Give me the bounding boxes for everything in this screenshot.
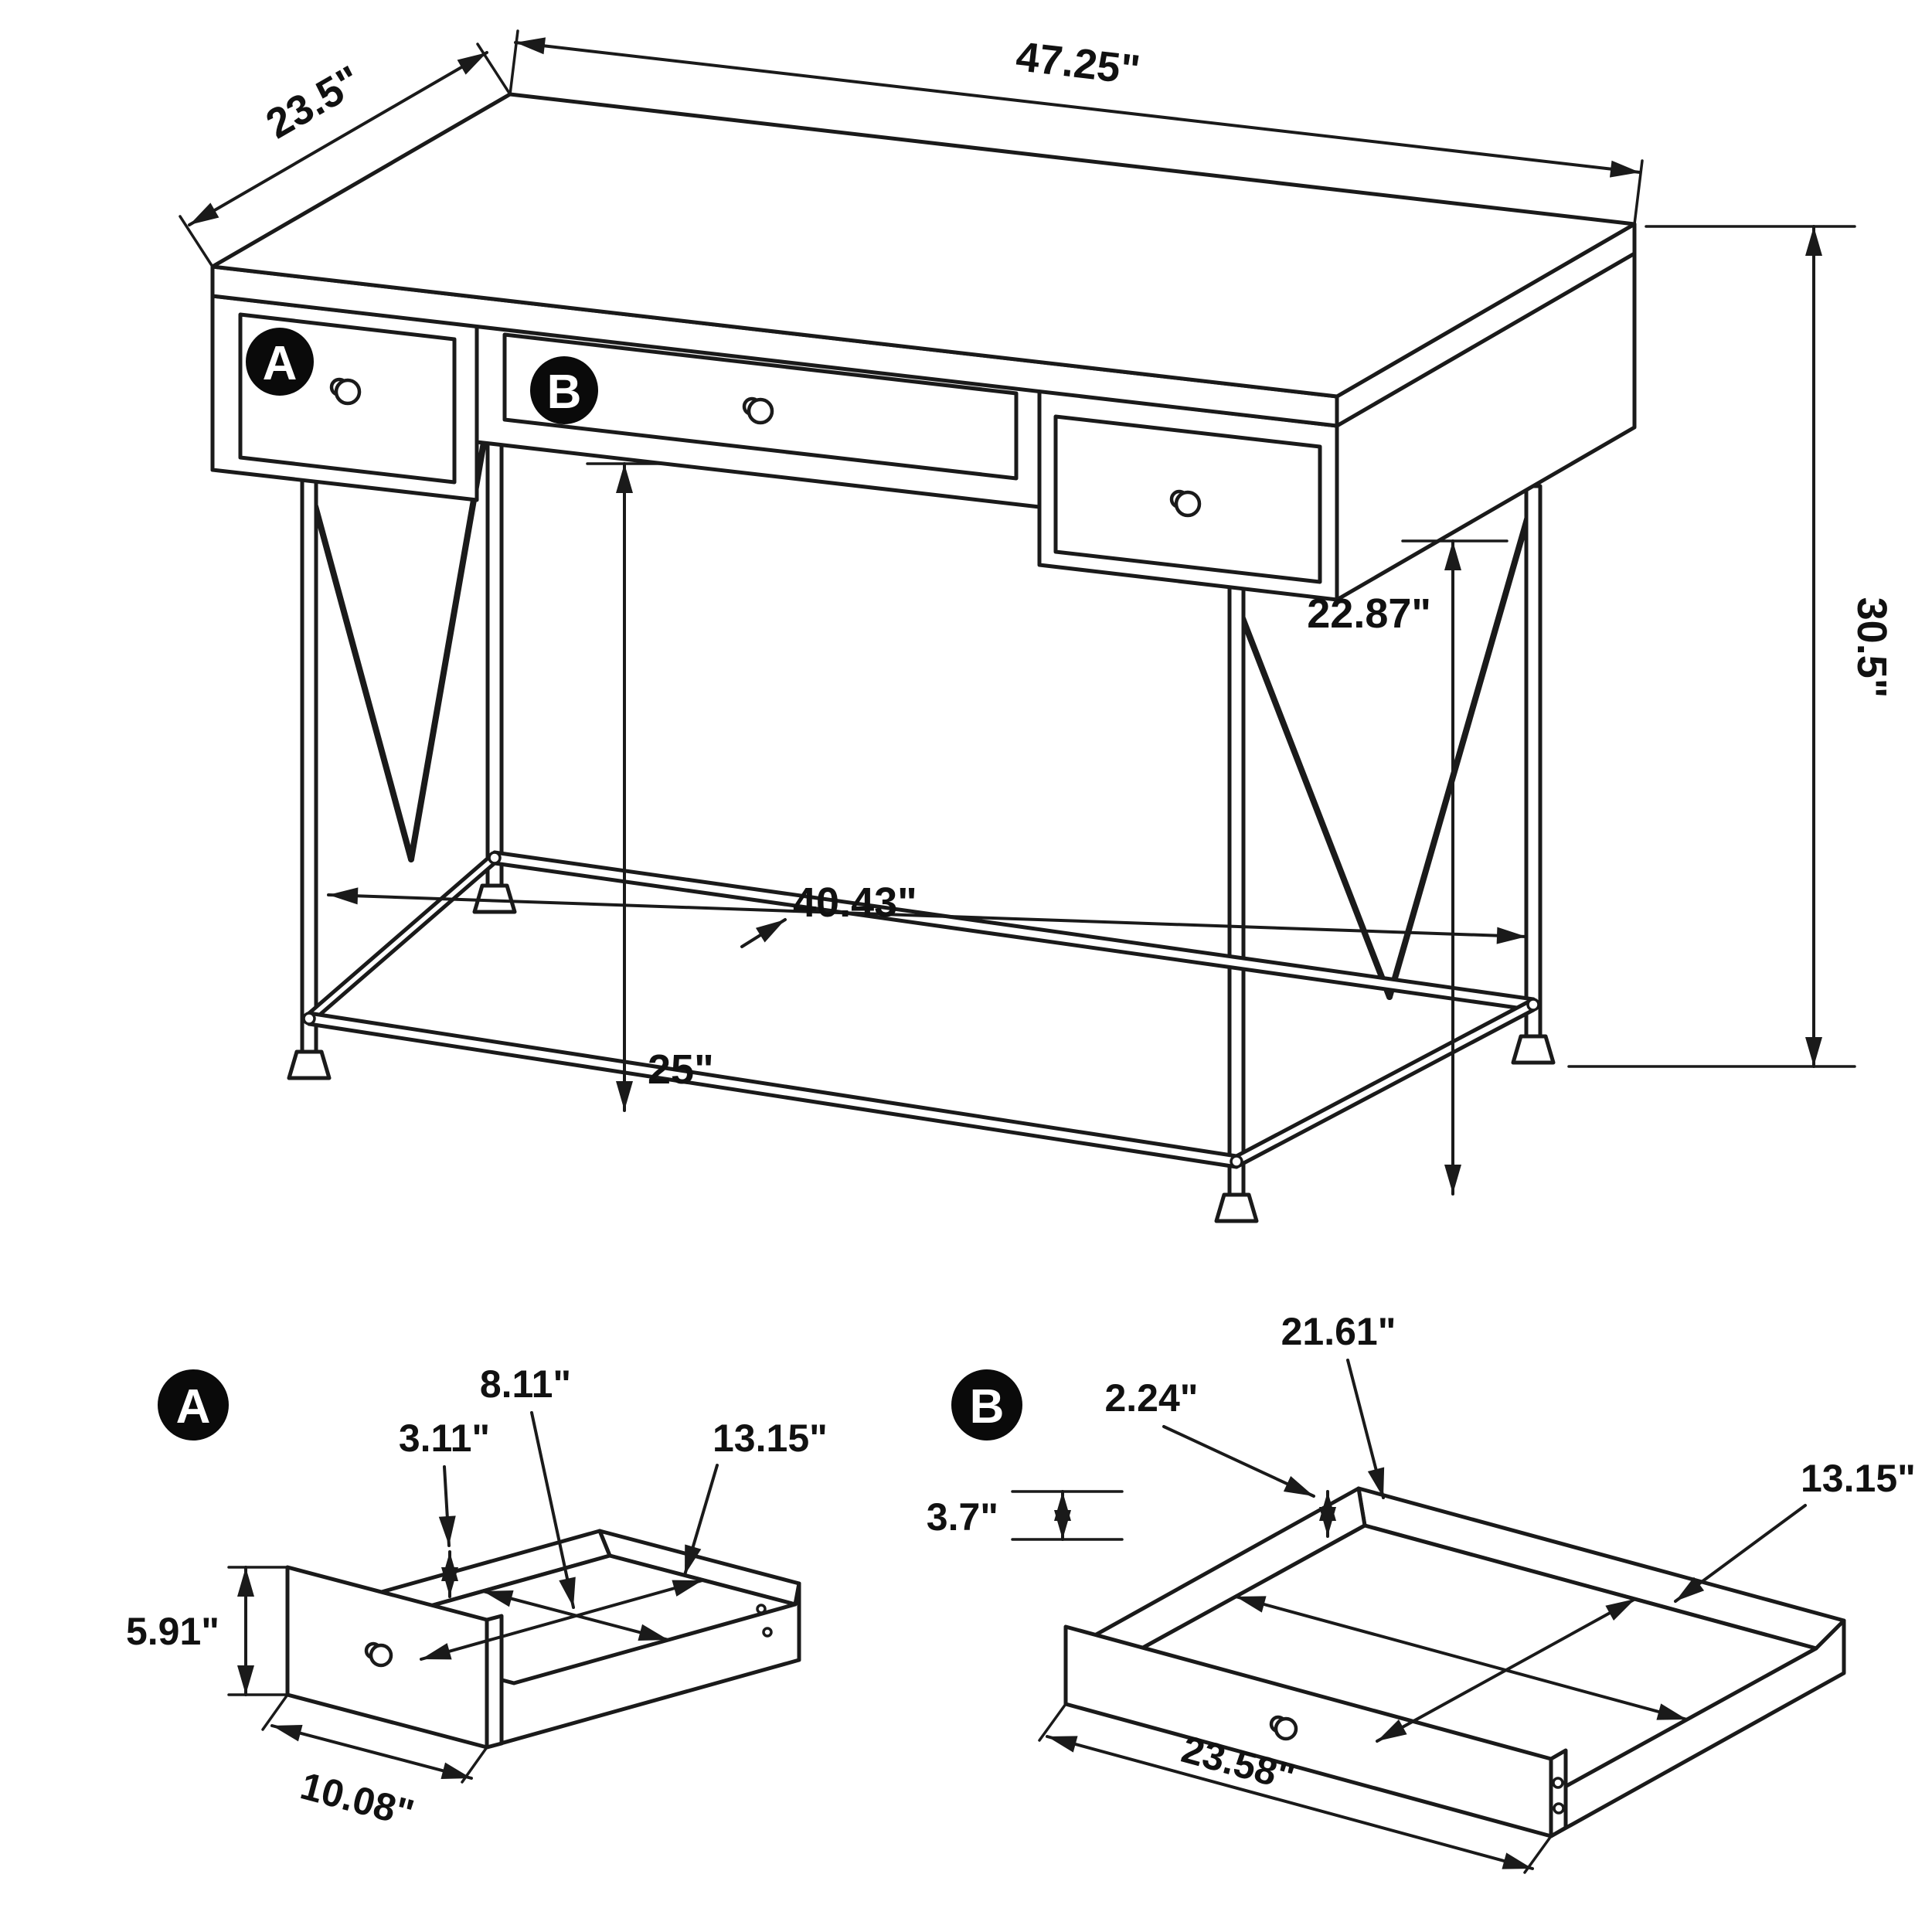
dim-b-inner-width-label: 21.61" [1281, 1310, 1396, 1353]
badge-circle [951, 1369, 1022, 1440]
foot-cap [1511, 1034, 1556, 1065]
detail-view-a: A 8.11" 3.11 [126, 1362, 828, 1835]
dim-depth-label: 23.5" [258, 57, 369, 148]
dim-b-side-height: 3.7" [927, 1490, 1124, 1541]
screw-hole [1553, 1802, 1565, 1815]
badge-letter: A [176, 1380, 211, 1434]
detail-b-drawer-box [1063, 1486, 1846, 1838]
drawer-fronts [238, 312, 1322, 584]
dim-a-inner-depth: 13.15" [420, 1417, 828, 1661]
detail-b-badge: B [951, 1369, 1022, 1440]
screw-hole [762, 1627, 773, 1638]
front-right-leg [1227, 585, 1246, 1200]
callout-badge-b: B [530, 356, 598, 424]
rail-joint [1526, 998, 1540, 1012]
rail-joint [302, 1012, 316, 1026]
screw-hole [1552, 1777, 1564, 1789]
callout-badge-a: A [246, 328, 314, 396]
detail-view-b: B 21.61" 2.2 [927, 1310, 1916, 1874]
badge-a-letter: A [263, 337, 298, 390]
dim-a-inner-height: 3.11" [399, 1417, 490, 1598]
dim-height-label: 30.5" [1849, 597, 1895, 699]
detail-a-badge: A [158, 1369, 229, 1440]
dim-a-front-height: 5.91" [126, 1566, 289, 1696]
dim-b-inner-depth: 13.15" [1376, 1457, 1916, 1743]
drawer-b-knob [742, 396, 774, 425]
dim-b-side-height-label: 3.7" [927, 1495, 998, 1539]
drawer-right-knob [1169, 489, 1202, 518]
drawer-a-knob [329, 377, 362, 406]
drawer-a-detail-knob [364, 1641, 393, 1668]
dim-leg-span: 40.43" [327, 879, 1528, 948]
front-panel-end [485, 1614, 504, 1750]
dim-width-label: 47.25" [1014, 33, 1143, 94]
dim-b-inner-depth-label: 13.15" [1801, 1457, 1916, 1500]
front-panel-end [1549, 1748, 1568, 1838]
badge-b-circle [530, 356, 598, 424]
dim-underside-right: 22.87" [1307, 539, 1509, 1196]
dim-a-front-width-label: 10.08" [296, 1764, 418, 1835]
dim-underside-label: 22.87" [1307, 590, 1431, 637]
dim-knee-label: 25" [648, 1046, 714, 1093]
rail-joint [1230, 1155, 1243, 1168]
left-v-wire [312, 503, 414, 862]
front-left-leg [300, 477, 318, 1057]
right-v-wire [1238, 611, 1393, 1000]
foot-cap [1214, 1192, 1259, 1223]
screw-hole [756, 1604, 767, 1614]
detail-a-drawer-box [285, 1529, 801, 1750]
dim-a-front-height-label: 5.91" [126, 1610, 219, 1653]
front-stretcher-rail [307, 1011, 1239, 1169]
right-stretcher-rail [1234, 997, 1536, 1169]
badge-b-letter: B [547, 366, 582, 419]
desk-main-view: A B 23.5" 47.25" [179, 29, 1895, 1223]
dim-a-inner-depth-label: 13.15" [713, 1417, 828, 1460]
dim-b-inner-height-label: 2.24" [1104, 1376, 1198, 1420]
left-stretcher-rail [307, 850, 497, 1026]
dim-height: 30.5" [1567, 225, 1895, 1068]
back-right-leg [1524, 484, 1543, 1042]
right-v-wire [1386, 511, 1532, 1000]
rail-joint [488, 851, 502, 865]
dim-b-inner-height: 2.24" [1104, 1376, 1336, 1538]
dim-a-inner-width-label: 8.11" [480, 1362, 571, 1406]
dim-a-inner-height-label: 3.11" [399, 1417, 490, 1460]
foot-cap [287, 1049, 332, 1080]
dim-knee-clearance: 25" [586, 462, 714, 1112]
badge-circle [158, 1369, 229, 1440]
dim-leg-span-label: 40.43" [793, 879, 917, 926]
badge-letter: B [970, 1380, 1005, 1434]
badge-a-circle [246, 328, 314, 396]
